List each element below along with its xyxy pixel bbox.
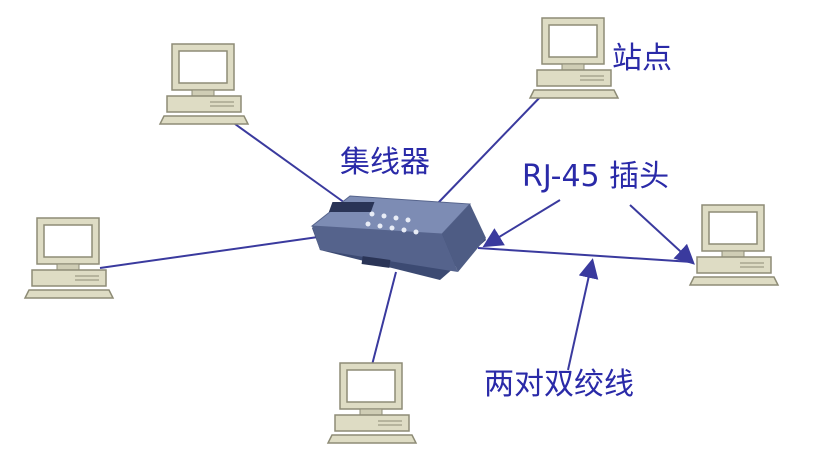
pc-icon [689,204,779,286]
pc-icon [159,43,249,125]
arrow-icon [567,258,599,371]
cable-top-right [437,91,546,204]
cable-top-left [234,123,346,204]
plug-label: RJ-45 插头 [522,159,670,194]
pc-icon [529,17,619,99]
cable-label: 两对双绞线 [484,367,634,402]
arrow-icon [482,199,561,248]
hub-label: 集线器 [340,145,430,180]
cable-right [477,247,693,263]
pointers [482,199,695,371]
cable-bottom [371,271,397,366]
cables [99,91,693,366]
cable-left [99,236,319,269]
pc-icon [327,362,417,444]
station-label: 站点 [612,41,672,76]
pc-icon [24,217,114,299]
hub-icon [310,195,486,280]
arrow-icon [629,204,695,265]
